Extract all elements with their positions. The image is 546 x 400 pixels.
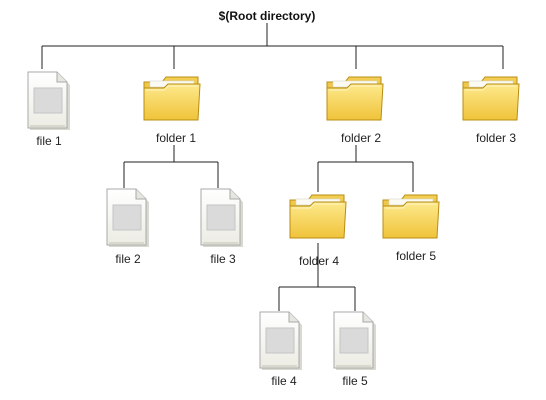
folder-3-label: folder 3 (476, 131, 516, 145)
file-icon (106, 188, 149, 248)
folder-4-label: folder 4 (299, 254, 339, 268)
folder-5-label: folder 5 (396, 249, 436, 263)
node-folder-2[interactable]: folder 2 (326, 76, 384, 145)
folder-icon (462, 76, 520, 121)
folder-icon (289, 194, 347, 239)
node-folder-3[interactable]: folder 3 (462, 76, 520, 145)
file-3-label: file 3 (210, 252, 236, 266)
file-4-label: file 4 (271, 374, 297, 388)
node-file-1[interactable]: file 1 (27, 71, 70, 148)
file-5-label: file 5 (342, 374, 368, 388)
folder-icon (143, 76, 201, 121)
node-file-5[interactable]: file 5 (333, 311, 376, 388)
tree-connectors (41, 23, 504, 311)
file-icon (333, 311, 376, 371)
file-icon (200, 188, 243, 248)
file-2-label: file 2 (115, 252, 141, 266)
node-folder-4[interactable]: folder 4 (289, 194, 347, 268)
node-folder-1[interactable]: folder 1 (143, 76, 201, 145)
node-file-3[interactable]: file 3 (200, 188, 243, 266)
folder-icon (326, 76, 384, 121)
folder-2-label: folder 2 (341, 131, 381, 145)
file-icon (27, 71, 70, 131)
file-1-label: file 1 (36, 134, 62, 148)
folder-1-label: folder 1 (156, 131, 196, 145)
node-file-2[interactable]: file 2 (106, 188, 149, 266)
folder-icon (382, 194, 440, 239)
node-file-4[interactable]: file 4 (259, 311, 302, 388)
root-directory-label: $(Root directory) (219, 9, 316, 23)
node-folder-5[interactable]: folder 5 (382, 194, 440, 263)
file-icon (259, 311, 302, 371)
